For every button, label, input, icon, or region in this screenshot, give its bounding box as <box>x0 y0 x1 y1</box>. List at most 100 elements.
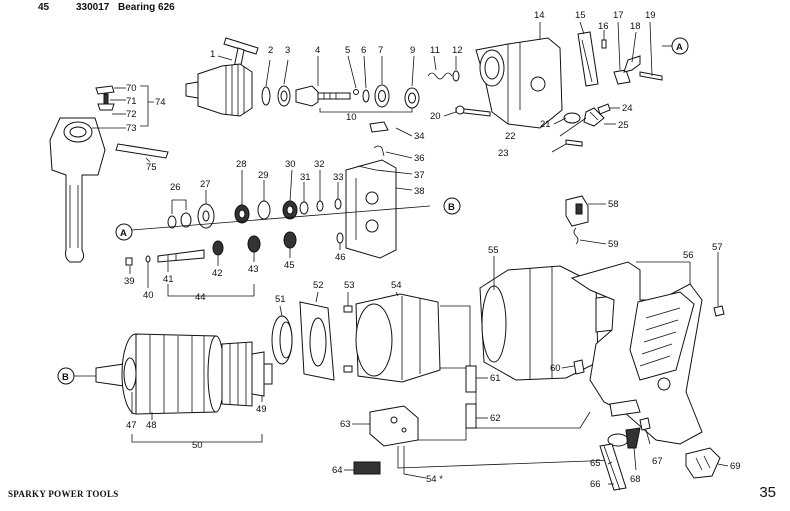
armature-leaders <box>74 375 263 443</box>
circlip-2 <box>261 86 271 106</box>
housing-leaders <box>443 21 672 153</box>
part-label-25: 25 <box>618 120 629 131</box>
gear-housing-parts <box>455 31 663 147</box>
part-label-52: 52 <box>313 280 324 291</box>
marker-b-low-label: B <box>62 372 69 383</box>
part-label-32: 32 <box>314 159 325 170</box>
fan-52 <box>299 301 335 381</box>
part-label-65: 65 <box>590 458 601 469</box>
part-label-23: 23 <box>498 148 509 159</box>
part-label-50: 50 <box>192 440 203 451</box>
marker-a-mid <box>115 223 133 241</box>
handle-56 <box>570 261 703 445</box>
part-68 <box>625 427 641 449</box>
motor-leaders <box>344 203 729 485</box>
spring-59 <box>573 227 579 245</box>
part-label-72: 72 <box>126 109 137 120</box>
part-label-9: 9 <box>410 45 415 56</box>
part-label-28: 28 <box>236 159 247 170</box>
part-label-14: 14 <box>534 10 545 21</box>
part-label-45: 45 <box>284 260 295 271</box>
drill-chuck <box>185 63 253 117</box>
chuck-leaders <box>217 55 457 113</box>
brush-60 <box>573 359 585 375</box>
side-handle-group <box>49 85 169 263</box>
part-label-6: 6 <box>361 45 366 56</box>
part-label-3: 3 <box>285 45 290 56</box>
part-label-48: 48 <box>146 420 157 431</box>
switch-63 <box>369 405 419 447</box>
part-label-69: 69 <box>730 461 741 472</box>
part-label-30: 30 <box>285 159 296 170</box>
part-label-42: 42 <box>212 268 223 279</box>
part-29 <box>257 200 271 220</box>
part-label-11: 11 <box>430 45 440 56</box>
part-label-61: 61 <box>490 373 501 384</box>
header-index: 45 <box>38 2 50 13</box>
part-label-39: 39 <box>124 276 135 287</box>
part-67 <box>639 417 651 431</box>
gear-housing-14 <box>475 37 563 129</box>
washer-31 <box>299 201 309 215</box>
ring-33 <box>334 198 342 210</box>
part-label-47: 47 <box>126 420 137 431</box>
part-label-66: 66 <box>590 479 601 490</box>
part-label-46: 46 <box>335 252 346 263</box>
part-label-43: 43 <box>248 264 259 275</box>
part-label-68: 68 <box>630 474 641 485</box>
part-label-71: 71 <box>126 96 137 107</box>
part-label-74: 74 <box>155 97 166 108</box>
marker-b-mid <box>443 197 461 215</box>
part-label-15: 15 <box>575 10 586 21</box>
part-label-44: 44 <box>195 292 206 303</box>
part-label-53: 53 <box>344 280 355 291</box>
part-label-54-star: 54 * <box>426 474 443 485</box>
ring-12 <box>452 70 460 82</box>
part-label-10: 10 <box>346 112 357 123</box>
part-label-40: 40 <box>143 290 154 301</box>
washer-26b <box>180 212 192 228</box>
washer-32 <box>316 200 324 212</box>
gearbox-plate-38 <box>345 159 397 259</box>
header-part-name: Bearing 626 <box>118 2 175 13</box>
part-label-16: 16 <box>598 21 609 32</box>
gearbox-leaders <box>129 127 431 297</box>
part-label-1: 1 <box>210 49 215 60</box>
part-label-73: 73 <box>126 123 137 134</box>
screw-57 <box>713 305 725 317</box>
wiring <box>397 305 617 479</box>
part-label-20: 20 <box>430 111 441 122</box>
part-36 <box>373 145 385 157</box>
marker-a-mid-label: A <box>120 228 127 239</box>
capacitor-61 <box>465 365 477 393</box>
part-label-22: 22 <box>505 131 516 142</box>
part-label-59: 59 <box>608 239 619 250</box>
gear-45 <box>283 231 297 249</box>
part-label-41: 41 <box>163 274 174 285</box>
ball-5 <box>353 89 359 95</box>
cable-65-66 <box>599 433 629 491</box>
part-39 <box>125 257 133 266</box>
footer-brand: SPARKY POWER TOOLS <box>8 489 119 499</box>
armature-48 <box>95 333 273 415</box>
part-64 <box>353 461 381 475</box>
ring-40 <box>145 255 151 263</box>
part-label-21: 21 <box>540 119 551 130</box>
spindle-4 <box>295 85 351 107</box>
marker-b-mid-label: B <box>448 202 455 213</box>
leader-lines <box>92 85 154 163</box>
part-label-36: 36 <box>414 153 425 164</box>
header-code: 330017 <box>76 2 110 13</box>
part-label-54: 54 <box>391 280 402 291</box>
part-label-57: 57 <box>712 242 723 253</box>
brush-holder-58 <box>565 195 589 227</box>
part-label-31: 31 <box>300 172 311 183</box>
part-label-70: 70 <box>126 83 137 94</box>
part-37 <box>357 165 377 171</box>
gear-43 <box>247 235 261 253</box>
capacitor-62 <box>465 403 477 429</box>
ring-6 <box>362 89 370 103</box>
part-label-5: 5 <box>345 45 350 56</box>
spring-11 <box>427 72 453 80</box>
